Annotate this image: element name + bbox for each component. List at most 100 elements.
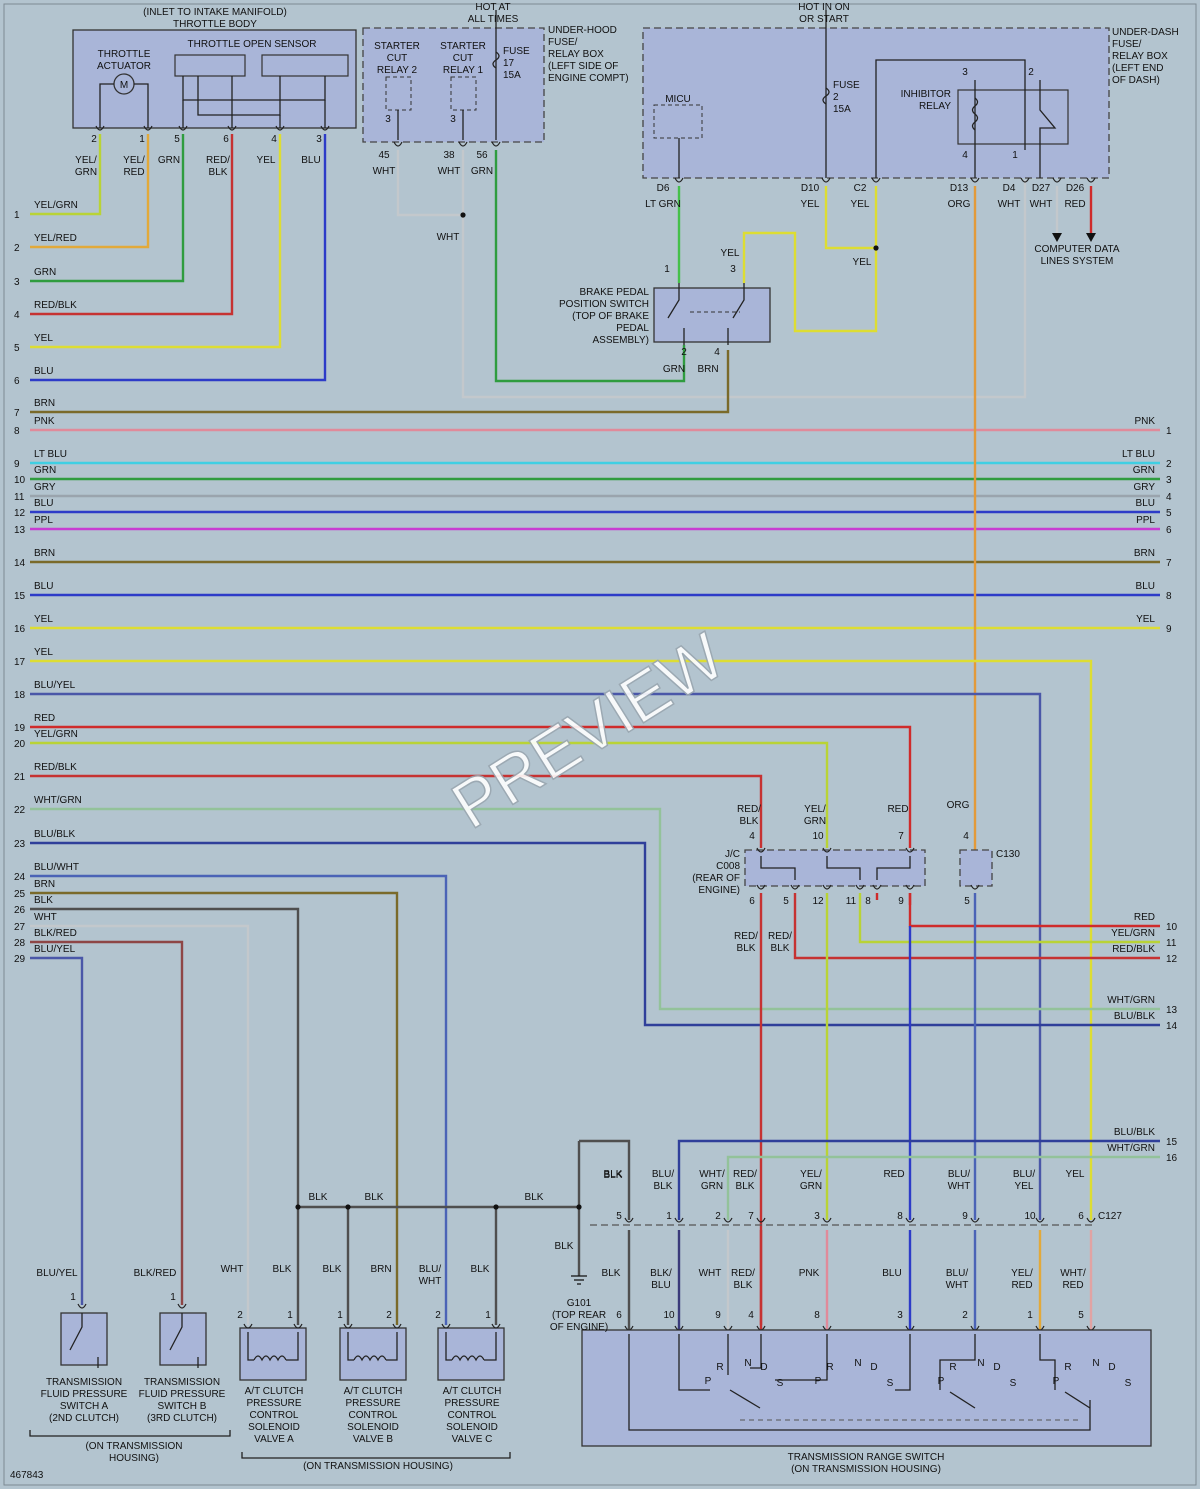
- relay1-label: STARTER: [440, 41, 486, 52]
- right-bus-number: 5: [1166, 508, 1172, 519]
- jc-pin-number: 10: [812, 831, 824, 842]
- underhood-hot-label: HOT AT: [475, 2, 510, 13]
- underdash-fuse-label: 15A: [833, 104, 851, 115]
- underdash-wire-label: RED: [1064, 199, 1085, 210]
- range-letter-label: N: [854, 1358, 861, 1369]
- jc-wire-label: RED: [887, 804, 908, 815]
- blk-label: BLK: [309, 1192, 328, 1203]
- c127-wire-label: WHT: [948, 1181, 971, 1192]
- jc-bridge: [826, 856, 861, 880]
- relay1-label: RELAY 1: [443, 65, 484, 76]
- right-bus-color-label: WHT/GRN: [1107, 1143, 1155, 1154]
- blu-wht-wire: [30, 874, 448, 1325]
- throttle-wire: [30, 134, 234, 316]
- c127-wire-label: RED: [1062, 1280, 1083, 1291]
- left-bus-number: 12: [14, 508, 26, 519]
- left-bus-color-label: YEL/GRN: [34, 729, 78, 740]
- jc-pin-number: 7: [898, 831, 904, 842]
- c127-wire-label: RED: [1011, 1280, 1032, 1291]
- brn-wire: [30, 891, 399, 1325]
- throttle-pin-number: 5: [174, 134, 180, 145]
- throttle-body-title: THROTTLE BODY: [173, 19, 257, 30]
- pin-connector: [822, 847, 832, 853]
- throttle-body-title: (INLET TO INTAKE MANIFOLD): [143, 7, 287, 18]
- jc-bottom-wire-label: BLK: [771, 943, 790, 954]
- throttle-pin-number: 2: [91, 134, 97, 145]
- left-bus-number: 13: [14, 525, 26, 536]
- left-bus-number: 19: [14, 723, 26, 734]
- range-lead: [775, 1334, 828, 1381]
- underdash-wire-label: WHT: [1030, 199, 1053, 210]
- c127-wire-label: YEL/: [800, 1169, 822, 1180]
- switch-a-label: TRANSMISSION: [46, 1377, 122, 1388]
- underhood-fuse-label: 15A: [503, 70, 521, 81]
- splice-dot: [460, 212, 466, 218]
- left-bus-number: 9: [14, 459, 20, 470]
- underhood-wire-label: GRN: [471, 166, 493, 177]
- underhood-fuse-label: FUSE: [503, 46, 530, 57]
- underhood-hot-label: ALL TIMES: [468, 14, 519, 25]
- left-bus-number: 1: [14, 210, 20, 221]
- brake-switch-label: POSITION SWITCH: [559, 299, 649, 310]
- underhood-pin-number: 56: [476, 150, 488, 161]
- c127-pin-number: 4: [748, 1310, 754, 1321]
- underhood-wire-label: WHT: [373, 166, 396, 177]
- brake-switch-label: BRAKE PEDAL: [580, 287, 650, 298]
- pin-connector: [723, 1217, 733, 1223]
- valve-b-label: A/T CLUTCH: [344, 1386, 403, 1397]
- range-letter-label: S: [1125, 1378, 1132, 1389]
- yel-wire: [742, 186, 878, 333]
- underdash-pin-number: D4: [1003, 183, 1016, 194]
- c130-label: C130: [996, 849, 1020, 860]
- label-layer: 1YEL/GRN2YEL/RED3GRN4RED/BLK5YEL6BLU7BRN…: [14, 2, 1179, 1475]
- underdash-hot-label: OR START: [799, 14, 849, 25]
- jc-label: ENGINE): [698, 885, 740, 896]
- yel-label: YEL: [721, 248, 740, 259]
- throttle-wire-label: BLU: [301, 155, 320, 166]
- right-bus-number: 12: [1166, 954, 1178, 965]
- underdash-pin-number: D26: [1066, 183, 1085, 194]
- relay-lead: [1039, 80, 1057, 178]
- left-bus-number: 17: [14, 657, 26, 668]
- switch-a-label: (2ND CLUTCH): [49, 1413, 119, 1424]
- range-letter-label: S: [777, 1378, 784, 1389]
- c127-wire-label: BLU/: [652, 1169, 674, 1180]
- right-bus-color-label: GRY: [1134, 482, 1156, 493]
- valve-pin-number: 1: [287, 1310, 293, 1321]
- housing-note-label: (ON TRANSMISSION: [85, 1441, 182, 1452]
- range-letter-label: P: [1053, 1376, 1060, 1387]
- pin-connector: [790, 884, 800, 890]
- switch-b-label: (3RD CLUTCH): [147, 1413, 217, 1424]
- solenoid-coil-icon: [353, 1355, 387, 1362]
- valve-wire-label: WHT: [419, 1276, 442, 1287]
- jc-label: C008: [716, 861, 740, 872]
- blk-label: BLK: [525, 1192, 544, 1203]
- relay-pin-number: 3: [385, 114, 391, 125]
- throttle-wire-label: YEL/: [123, 155, 145, 166]
- pin-connector: [905, 1217, 915, 1223]
- red-blk-wire: [30, 774, 763, 848]
- range-lead: [939, 1334, 976, 1390]
- throttle-actuator-label: THROTTLE: [98, 49, 151, 60]
- sensor-lead: [197, 76, 281, 116]
- c127-wire-label: BLK: [602, 1268, 621, 1279]
- solenoid-valve-box: [437, 1327, 505, 1381]
- bracket: [241, 1452, 511, 1459]
- underdash-pin-number: D6: [657, 183, 670, 194]
- right-bus-number: 7: [1166, 558, 1172, 569]
- underdash-box-label: OF DASH): [1112, 75, 1160, 86]
- range-letter-label: N: [1092, 1358, 1099, 1369]
- throttle-pin-number: 6: [223, 134, 229, 145]
- left-bus-color-label: LT BLU: [34, 449, 67, 460]
- c127-pin-number: 6: [616, 1310, 622, 1321]
- pin-connector: [1052, 177, 1062, 183]
- housing-note-label: HOUSING): [109, 1453, 159, 1464]
- jc-pin-number: 11: [846, 896, 857, 907]
- grn-wire: [494, 150, 686, 383]
- underdash-box-label: FUSE/: [1112, 39, 1142, 50]
- pin-connector: [77, 1303, 87, 1309]
- c127-pin-number: 1: [666, 1211, 672, 1222]
- c127-pin-number: 9: [715, 1310, 721, 1321]
- underdash-fuse-label: FUSE: [833, 80, 860, 91]
- brn-wire: [30, 350, 730, 414]
